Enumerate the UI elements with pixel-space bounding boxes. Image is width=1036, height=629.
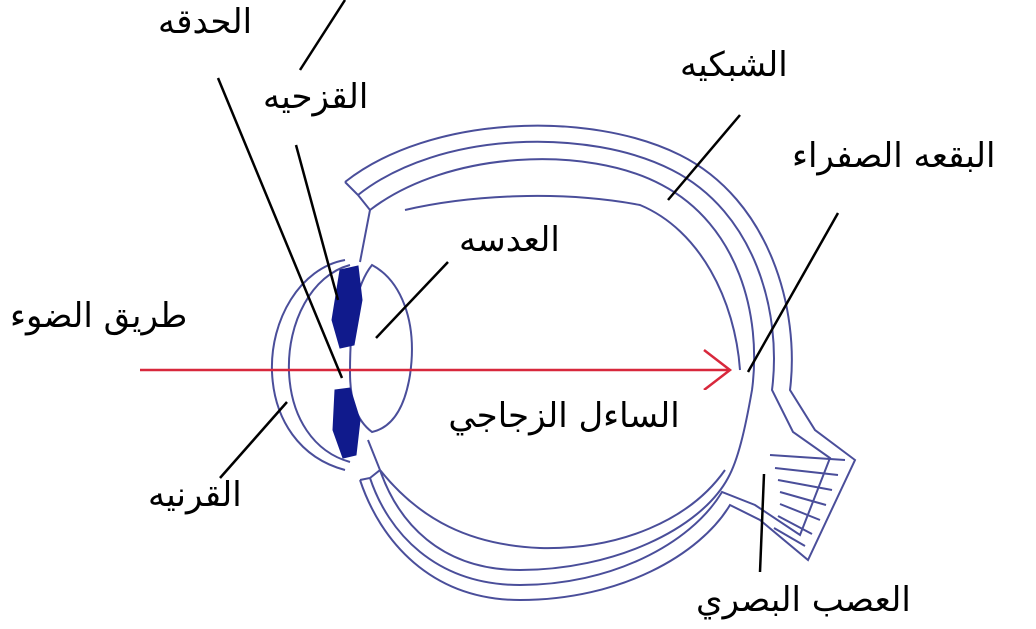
eyeball-layers [345,126,855,600]
label-iris: القزحيه [263,77,368,117]
leader-cornea [220,402,287,478]
label-light-path: طريق الضوء [10,296,187,336]
sclera-outline [345,126,855,600]
label-vitreous-humor: الساءل الزجاجي [408,390,720,462]
label-retina: الشبكيه [680,45,788,85]
optic-nerve-fibers [770,455,845,546]
label-cornea: القرنيه [148,475,242,515]
label-lens: العدسه [455,220,564,260]
leader-iris [296,145,338,300]
leader-pupil [218,78,342,378]
label-pupil: الحدقه [158,2,252,42]
ciliary-lower [360,440,380,480]
ciliary-upper [345,182,370,262]
cornea-outer [272,260,345,470]
leader-iris-top [300,0,345,70]
label-blind-spot: البقعه الصفراء [792,136,995,176]
label-optic-nerve: العصب البصري [696,580,911,620]
retina-inner-lower [380,470,725,548]
leader-retina [668,115,740,200]
